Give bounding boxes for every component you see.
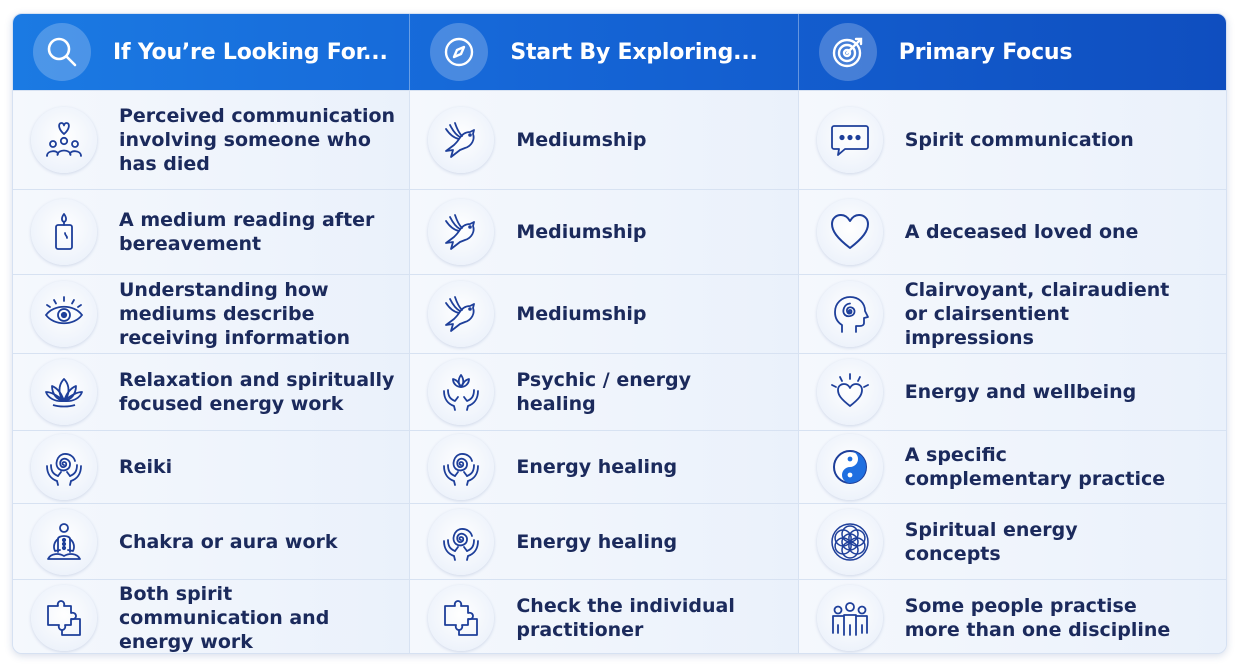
cell-primary-focus: Spiritual energy concepts [798,504,1226,579]
table-row: A medium reading after bereavement Mediu… [13,189,1226,274]
cell-start-exploring: Mediumship [410,190,799,274]
cell-primary-focus: Spirit communication [798,91,1226,189]
header-start-exploring: Start By Exploring... [410,14,799,90]
meditation-figure-icon [31,508,97,575]
cell-looking-for: Relaxation and spiritually focused energ… [13,354,411,430]
cell-text: Both spirit communication and energy wor… [119,582,330,653]
cell-text: Clairvoyant, clairaudient or clairsentie… [904,279,1170,349]
cell-primary-focus: A specific complementary practice [798,431,1226,503]
cell-text: Mediumship [516,303,647,325]
dove-icon [428,199,495,265]
dove-icon [428,107,495,173]
cell-text: Some people practise more than one disci… [904,594,1171,641]
cell-looking-for: Perceived communication involving someon… [13,91,411,189]
lotus-hands-icon [428,359,495,425]
cell-text: Mediumship [516,221,647,243]
cell-text: Mediumship [516,129,647,151]
comparison-table: If You’re Looking For... Start By Explor… [12,13,1227,654]
dove-icon [428,281,495,347]
chat-bubble-icon [816,107,883,173]
target-icon [818,23,877,81]
puzzle-icon [31,584,97,651]
table-row: Perceived communication involving someon… [13,90,1226,189]
search-icon [33,23,91,81]
cell-start-exploring: Mediumship [410,275,799,353]
heart-people-icon [31,107,97,173]
table-row: Reiki Energy healing A specific compleme… [13,430,1226,503]
cell-text: A specific complementary practice [904,444,1166,490]
puzzle-icon [428,584,495,651]
cell-start-exploring: Check the individual practitioner [410,580,799,653]
cell-text: Perceived communication involving someon… [119,105,396,175]
cell-text: A medium reading after bereavement [119,209,375,255]
cell-text: Spiritual energy concepts [904,518,1078,565]
yin-yang-icon [816,434,883,500]
table-row: Chakra or aura work Energy healing Spiri… [13,503,1226,579]
candle-icon [31,199,97,265]
cell-looking-for: Chakra or aura work [13,504,411,579]
spiral-hands-icon [428,508,495,575]
header-label: If You’re Looking For... [113,39,388,65]
header-label: Primary Focus [898,39,1073,65]
flower-of-life-icon [816,508,883,575]
header-looking-for: If You’re Looking For... [13,14,411,90]
table-header: If You’re Looking For... Start By Explor… [13,14,1226,90]
cell-looking-for: Reiki [13,431,411,503]
cell-text: Energy and wellbeing [904,381,1137,403]
spiral-hands-icon [31,434,97,500]
lotus-icon [31,359,97,425]
head-spiral-icon [816,281,883,347]
cell-text: A deceased loved one [904,221,1139,243]
table-body: Perceived communication involving someon… [13,90,1226,653]
cell-text: Chakra or aura work [119,530,338,553]
cell-text: Understanding how mediums describe recei… [119,279,351,349]
cell-primary-focus: Clairvoyant, clairaudient or clairsentie… [798,275,1226,353]
cell-text: Check the individual practitioner [516,594,735,641]
heart-icon [816,199,883,265]
header-primary-focus: Primary Focus [799,14,1226,90]
cell-primary-focus: A deceased loved one [798,190,1226,274]
cell-text: Spirit communication [904,129,1134,151]
eye-icon [31,281,97,347]
cell-text: Relaxation and spiritually focused energ… [119,369,395,415]
cell-looking-for: A medium reading after bereavement [13,190,411,274]
cell-text: Psychic / energy healing [516,369,692,415]
compass-icon [430,23,489,81]
table-row: Relaxation and spiritually focused energ… [13,353,1226,430]
cell-start-exploring: Psychic / energy healing [410,354,799,430]
cell-start-exploring: Energy healing [410,431,799,503]
table-row: Both spirit communication and energy wor… [13,579,1226,653]
table-row: Understanding how mediums describe recei… [13,274,1226,353]
header-label: Start By Exploring... [510,39,758,65]
radiant-heart-icon [816,359,883,425]
cell-text: Reiki [119,456,173,478]
spiral-hands-icon [428,434,495,500]
cell-looking-for: Understanding how mediums describe recei… [13,275,411,353]
cell-primary-focus: Energy and wellbeing [798,354,1226,430]
cell-start-exploring: Mediumship [410,91,799,189]
cell-text: Energy healing [516,530,678,553]
cell-looking-for: Both spirit communication and energy wor… [13,580,411,653]
cell-text: Energy healing [516,456,678,478]
group-people-icon [816,584,883,651]
cell-start-exploring: Energy healing [410,504,799,579]
cell-primary-focus: Some people practise more than one disci… [798,580,1226,653]
